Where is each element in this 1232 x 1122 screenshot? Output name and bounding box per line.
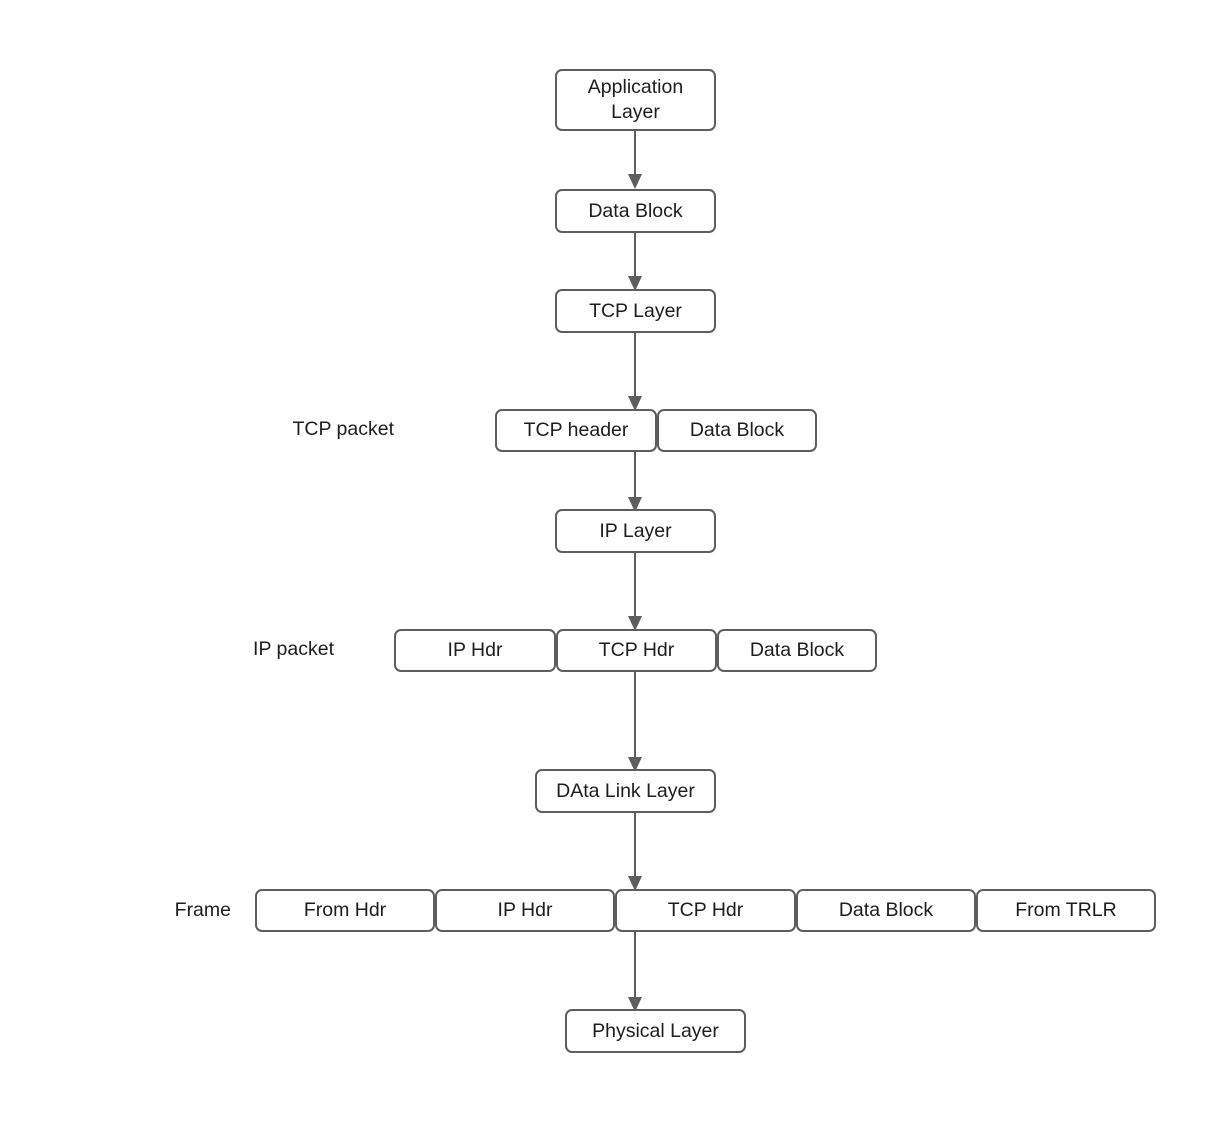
segment-frame-from-hdr[interactable]: From Hdr <box>255 889 435 932</box>
row-label-tcp-packet: TCP packet <box>292 418 394 440</box>
segment-ip-packet-data-block[interactable]: Data Block <box>717 629 877 672</box>
segment-frame-data-block[interactable]: Data Block <box>796 889 976 932</box>
node-physical-layer[interactable]: Physical Layer <box>565 1009 746 1053</box>
segment-tcp-packet-data-block[interactable]: Data Block <box>657 409 817 452</box>
row-label-frame: Frame <box>174 899 231 921</box>
node-ip-layer[interactable]: IP Layer <box>555 509 716 553</box>
node-data-link-layer[interactable]: DAta Link Layer <box>535 769 716 813</box>
segment-tcp-packet-tcp-header[interactable]: TCP header <box>495 409 657 452</box>
segment-ip-packet-ip-hdr[interactable]: IP Hdr <box>394 629 556 672</box>
node-tcp-layer[interactable]: TCP Layer <box>555 289 716 333</box>
segment-frame-from-trlr[interactable]: From TRLR <box>976 889 1156 932</box>
segment-frame-ip-hdr[interactable]: IP Hdr <box>435 889 615 932</box>
node-data-block[interactable]: Data Block <box>555 189 716 233</box>
row-label-ip-packet: IP packet <box>253 638 334 660</box>
segment-ip-packet-tcp-hdr[interactable]: TCP Hdr <box>556 629 717 672</box>
node-application-layer[interactable]: Application Layer <box>555 69 716 131</box>
segment-frame-tcp-hdr[interactable]: TCP Hdr <box>615 889 796 932</box>
